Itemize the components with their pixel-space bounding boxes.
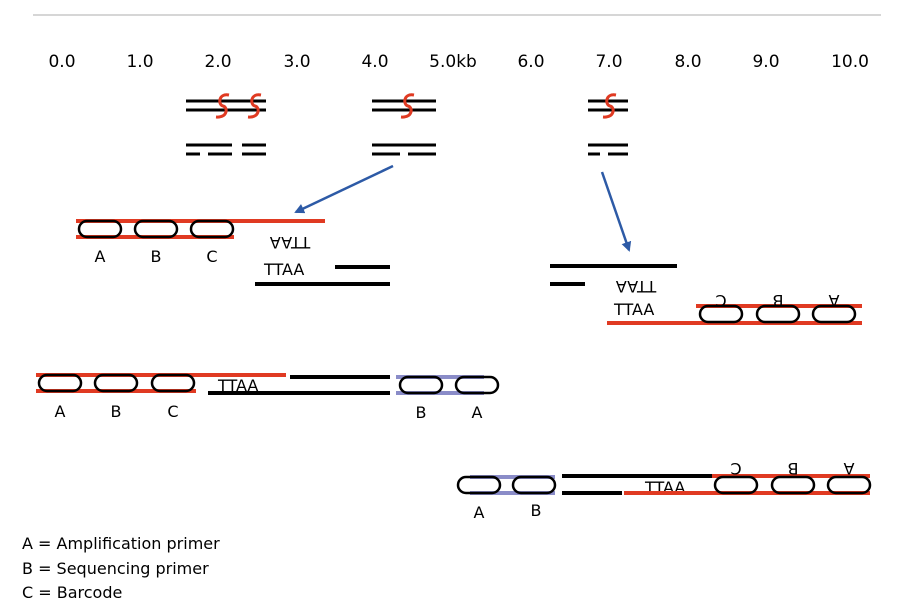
fragment-right-ligated: TTAA TTAA C B A	[550, 264, 862, 325]
transposon-symbol	[215, 93, 230, 119]
ttaa-site-inverted: TTAA	[616, 277, 657, 296]
label-primer-b: B	[416, 403, 427, 422]
ttaa-site: TTAA	[263, 260, 304, 279]
arrow-to-left-fragment	[294, 164, 394, 214]
barcode-c-oval	[189, 219, 235, 239]
transposon-symbol	[602, 93, 617, 119]
primer-a-oval	[454, 375, 500, 395]
label-barcode-c-inverted: C	[730, 459, 741, 478]
label-primer-b: B	[111, 402, 122, 421]
legend-item-barcode: C = Barcode	[22, 583, 123, 602]
scale-tick: 1.0	[126, 52, 153, 72]
insertion-site-1	[186, 93, 266, 156]
scale-tick: 0.0	[48, 52, 75, 72]
primer-a-oval	[37, 373, 83, 393]
ttaa-site: TTAA	[613, 300, 654, 319]
fragment-left-ligated: A B C TTAA TTAA	[76, 219, 390, 286]
scale-tick: 7.0	[595, 52, 622, 72]
primer-a-oval	[77, 219, 123, 239]
primer-a-oval	[811, 304, 857, 324]
barcode-c-oval	[713, 475, 759, 495]
arrow-to-right-fragment	[600, 171, 632, 252]
label-primer-a-inverted: A	[828, 291, 839, 310]
barcode-c-oval	[150, 373, 196, 393]
scale-tick: 9.0	[752, 52, 779, 72]
ttaa-site-inverted: TTAA	[270, 233, 311, 252]
label-barcode-c-inverted: C	[715, 291, 726, 310]
label-primer-a: A	[55, 402, 66, 421]
label-primer-a-inverted: A	[843, 459, 854, 478]
scale-axis: 0.0 1.0 2.0 3.0 4.0 5.0kb 6.0 7.0 8.0 9.…	[48, 52, 868, 72]
scale-tick: 5.0kb	[429, 52, 477, 72]
legend: A = Amplification primer B = Sequencing …	[22, 532, 220, 606]
scale-tick: 8.0	[674, 52, 701, 72]
scale-tick: 2.0	[204, 52, 231, 72]
label-primer-a: A	[95, 247, 106, 266]
primer-a-oval	[456, 475, 502, 495]
transposon-symbol	[247, 93, 262, 119]
primer-a-oval	[826, 475, 872, 495]
fragment-left-amplicon: A B C TTAA B A	[36, 373, 500, 422]
legend-item-amplification-primer: A = Amplification primer	[22, 534, 220, 553]
legend-item-sequencing-primer: B = Sequencing primer	[22, 558, 209, 578]
primer-b-oval	[511, 475, 557, 495]
label-barcode-c: C	[167, 402, 178, 421]
scale-tick: 10.0	[831, 52, 869, 72]
scale-tick: 3.0	[283, 52, 310, 72]
label-primer-b: B	[151, 247, 162, 266]
label-primer-a: A	[474, 503, 485, 522]
barcode-c-oval	[698, 304, 744, 324]
primer-b-oval	[398, 375, 444, 395]
primer-b-oval	[93, 373, 139, 393]
label-primer-a: A	[472, 403, 483, 422]
transposon-symbol	[400, 93, 415, 119]
label-barcode-c: C	[206, 247, 217, 266]
primer-b-oval	[133, 219, 179, 239]
scale-tick: 4.0	[361, 52, 388, 72]
insertion-site-2	[372, 93, 436, 156]
insertion-site-3	[588, 93, 628, 156]
primer-b-oval	[755, 304, 801, 324]
label-primer-b: B	[531, 501, 542, 520]
fragment-right-amplicon: A B TTAA C B A	[456, 459, 872, 522]
label-primer-b-inverted: B	[773, 291, 784, 310]
ttaa-site: TTAA	[217, 376, 258, 395]
scale-tick: 6.0	[517, 52, 544, 72]
primer-b-oval	[770, 475, 816, 495]
label-primer-b-inverted: B	[788, 459, 799, 478]
